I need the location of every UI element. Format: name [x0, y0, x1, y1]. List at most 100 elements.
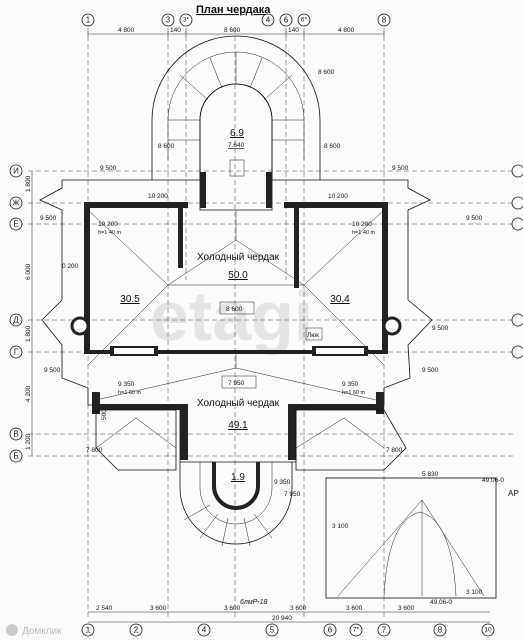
dimension-label: 3 100	[332, 523, 349, 530]
dimension-label: 49.06-0	[430, 599, 452, 606]
dimension-label: 8 600	[226, 306, 243, 313]
dimension-label: 9 500	[40, 215, 57, 222]
hatch-label: Люк	[307, 332, 319, 339]
dimension-label: 140	[288, 27, 299, 34]
lower-left-wing	[95, 409, 407, 471]
dimension-label: 8 600	[224, 27, 241, 34]
axis-label: Е	[13, 220, 18, 229]
dimension-note: h=1 40 m	[98, 230, 122, 236]
dimension-note: h=1 60 m	[118, 390, 142, 396]
stair-tower-bottom: 9 350 7 950	[179, 462, 301, 547]
dimension-label: 4 200	[25, 385, 32, 402]
dimension-label: 3 600	[290, 605, 307, 612]
axis-label: И	[13, 167, 19, 176]
stair-tower-top: 8 600 8 600 8 600 6.9 7.640	[151, 35, 341, 180]
dimension-label: 3 600	[346, 605, 363, 612]
dimension-label: 1 800	[25, 175, 32, 192]
watermark-text: etagi	[150, 277, 313, 355]
dimension-label: 5 830	[422, 471, 439, 478]
room-labels: Холодный чердак 50.0 30.5 30.4 Холодный …	[120, 252, 350, 483]
axis-bubble	[179, 13, 193, 27]
room-area: 49.1	[228, 420, 248, 431]
sheet-mark: АР	[508, 489, 519, 498]
dimension-label: 140	[170, 27, 181, 34]
stamp-text: 6лмР-18	[240, 599, 268, 606]
axis-label: Д	[13, 316, 19, 325]
dimension-label: 10 200	[148, 193, 168, 200]
axis-label: 6	[328, 626, 333, 635]
dimension-label: 8 600	[324, 143, 341, 150]
axis-label: 1	[86, 626, 91, 635]
axis-bubble	[297, 13, 311, 27]
axis-label: Ж	[12, 199, 20, 208]
dimension-label: 9 500	[466, 215, 483, 222]
room-area: 30.4	[330, 294, 350, 305]
axis-label: 10	[484, 627, 492, 634]
dimension-label: 0 200	[62, 263, 79, 270]
footer-logo-text: Домклик	[22, 626, 62, 637]
axis-label: Г	[14, 348, 19, 357]
room-name: Холодный чердак	[197, 252, 280, 263]
axis-label: Б	[13, 452, 18, 461]
top-axis-markers: 1 3 3* 4 6 6* 8	[81, 13, 391, 27]
dimension-label: 9 500	[432, 325, 449, 332]
axis-label: 6*	[301, 17, 308, 24]
dimension-label: 2 540	[96, 605, 113, 612]
dimension-label: 8 600	[158, 143, 175, 150]
dimension-label: 10 200	[328, 193, 348, 200]
bottom-axis-markers: 1 2 4 5 6 7* 7 8 10	[81, 623, 495, 637]
plan-dimensions: 9 500 9 500 10 200 10 200 9 500 9 500 10…	[40, 165, 483, 454]
axis-label: 2	[134, 626, 139, 635]
room-area: 1.9	[231, 472, 245, 483]
dimension-label: 1 200	[25, 433, 32, 450]
dimension-label: 10 200	[98, 221, 118, 228]
axis-bubble	[377, 13, 391, 27]
bottom-dimensions: 2 540 3 600 3 600 3 600 3 600 3 600 20 9…	[88, 605, 490, 623]
dimension-label: 1 800	[25, 325, 32, 342]
plan-title: План чердака	[196, 4, 271, 16]
dimension-label: 9 500	[422, 367, 439, 374]
left-axis-markers: И Ж Е Д Г В Б	[9, 164, 523, 463]
porch-roof: 5 830 3 100 3 100 49.06-0	[325, 471, 497, 606]
dimension-label: 9 350	[118, 381, 135, 388]
dimension-label: 10 200	[352, 221, 372, 228]
dimension-label: 7 800	[86, 447, 103, 454]
axis-bubble	[161, 13, 175, 27]
dimension-label: 3 600	[150, 605, 167, 612]
dimension-label: 4 800	[338, 27, 355, 34]
room-level: 7.640	[228, 142, 245, 149]
axis-label: 7	[382, 626, 387, 635]
footer-logo: Домклик	[6, 624, 62, 637]
axis-label: 3*	[183, 17, 190, 24]
dimension-label: 9 500	[44, 367, 61, 374]
dimension-label: 9 350	[342, 381, 359, 388]
dimension-label: 4 800	[118, 27, 135, 34]
dimension-label: 9 350	[274, 479, 291, 486]
axis-bubble	[81, 13, 95, 27]
axis-label: 4	[266, 16, 271, 25]
dimension-label: 6 000	[25, 263, 32, 280]
dimension-label: 9 500	[100, 165, 117, 172]
dimension-label: 3 600	[224, 605, 241, 612]
left-dimensions: 1 800 6 000 1 800 4 200 1 200	[25, 171, 33, 456]
axis-bubble	[279, 13, 293, 27]
axis-label: 1	[86, 16, 91, 25]
dimension-label: 20 940	[272, 615, 292, 622]
axis-label: 7*	[353, 627, 360, 634]
axis-label: 4	[202, 626, 207, 635]
room-name: Холодный чердак	[197, 398, 280, 409]
dimension-label: 3 100	[466, 589, 483, 596]
dimension-label: 9 500	[392, 165, 409, 172]
walls: Люк	[70, 172, 402, 460]
dimension-note: h=1 40 m	[352, 230, 376, 236]
dimension-label: 7 950	[284, 491, 301, 498]
sheet-code: 49.06-0	[482, 477, 504, 484]
dimension-label: 500	[101, 409, 108, 420]
dimension-label: 3 600	[398, 605, 415, 612]
dimension-label: 7 950	[228, 380, 245, 387]
axis-label: 3	[166, 16, 171, 25]
axis-label: В	[13, 430, 18, 439]
axis-label: 8	[382, 16, 387, 25]
